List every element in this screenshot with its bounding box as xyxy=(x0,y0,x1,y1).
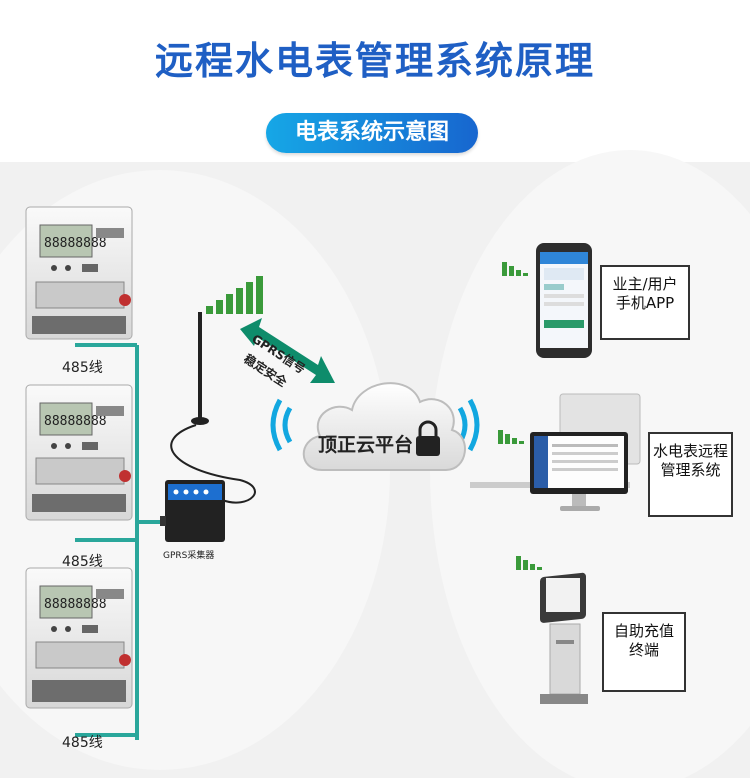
cloud-platform-name: 顶正云平台 xyxy=(318,434,414,456)
app-box-line1: 业主/用户 xyxy=(612,275,678,293)
svg-text:88888888: 88888888 xyxy=(44,597,107,612)
rs485-label-1: 485线 xyxy=(62,360,103,376)
antenna xyxy=(170,312,256,504)
wifi-waves-left xyxy=(270,398,293,452)
smartphone xyxy=(536,243,592,358)
kiosk-box-line1: 自助充值 xyxy=(613,622,674,640)
rs485-label-3: 485线 xyxy=(62,735,103,751)
svg-text:88888888: 88888888 xyxy=(44,414,107,429)
svg-text:88888888: 88888888 xyxy=(44,236,107,251)
signal-bars-web xyxy=(498,430,524,444)
app-box-line2: 手机APP xyxy=(615,294,675,312)
section-badge: 电表系统示意图 xyxy=(266,113,478,153)
computer-workstation xyxy=(470,393,641,511)
web-box: 水电表远程 管理系统 xyxy=(648,432,733,517)
page-title: 远程水电表管理系统原理 xyxy=(154,39,595,83)
app-box: 业主/用户 手机APP xyxy=(600,265,690,340)
electric-meter-1: 88888888 xyxy=(25,206,133,340)
collector-label: GPRS采集器 xyxy=(163,551,215,561)
kiosk-box-line2: 终端 xyxy=(628,641,659,659)
lock-icon xyxy=(416,420,440,456)
signal-bars-app xyxy=(502,262,528,276)
signal-bars-antenna xyxy=(206,276,263,314)
gprs-double-arrow xyxy=(240,318,335,383)
kiosk-box: 自助充值 终端 xyxy=(602,612,686,692)
self-service-kiosk xyxy=(540,572,588,704)
electric-meter-3: 88888888 xyxy=(25,567,133,709)
gprs-collector xyxy=(160,480,225,542)
electric-meter-2: 88888888 xyxy=(25,384,133,521)
rs485-label-2: 485线 xyxy=(62,554,103,570)
signal-bars-kiosk xyxy=(516,556,542,570)
web-box-line2: 管理系统 xyxy=(660,461,721,479)
web-box-line1: 水电表远程 xyxy=(652,442,728,460)
